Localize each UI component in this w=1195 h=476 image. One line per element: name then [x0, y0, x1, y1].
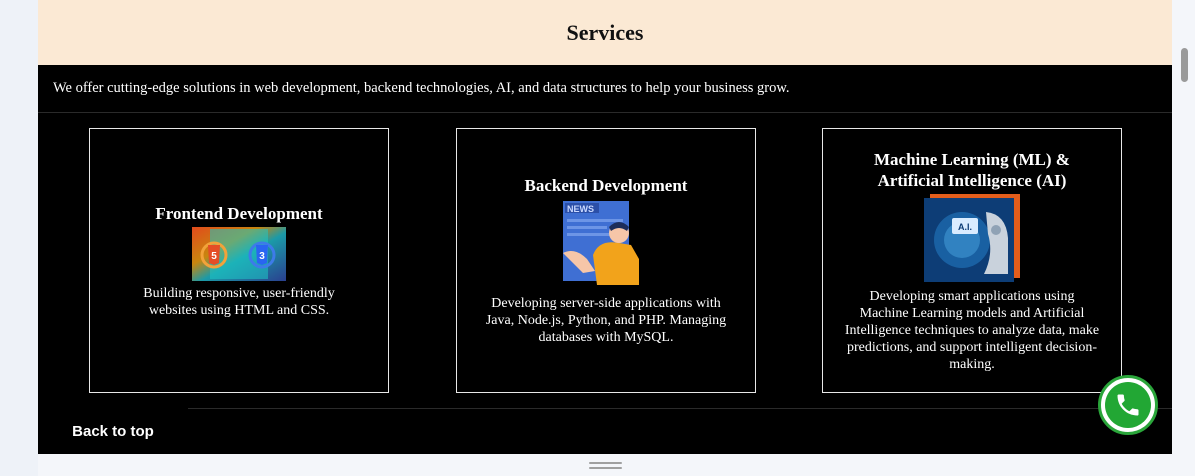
service-card-ml-ai: Machine Learning (ML) & Artificial Intel…: [822, 128, 1122, 393]
back-to-top-button[interactable]: Back to top: [38, 408, 188, 454]
page-margin-left: [0, 0, 38, 476]
service-card-title: Frontend Development: [155, 203, 323, 223]
svg-text:NEWS: NEWS: [567, 204, 594, 214]
service-card-description: Developing server-side applications with…: [485, 296, 727, 345]
resize-handle[interactable]: [589, 462, 622, 470]
svg-text:5: 5: [211, 251, 217, 262]
service-card-description: Developing smart applications using Mach…: [844, 288, 1100, 372]
services-header: Services: [38, 0, 1172, 65]
service-card-description: Building responsive, user-friendly websi…: [143, 285, 335, 318]
scrollbar-thumb[interactable]: [1181, 48, 1188, 82]
call-button[interactable]: [1098, 375, 1158, 435]
intro-text: We offer cutting-edge solutions in web d…: [53, 80, 790, 96]
service-card-title: Machine Learning (ML) & Artificial Intel…: [874, 149, 1070, 190]
svg-text:3: 3: [259, 251, 265, 262]
news-reader-icon: NEWS: [563, 201, 639, 285]
service-card-title: Backend Development: [524, 176, 688, 195]
divider: [188, 408, 1172, 409]
phone-icon: [1105, 382, 1151, 428]
page-title: Services: [566, 19, 644, 45]
divider: [38, 112, 1172, 113]
svg-text:A.I.: A.I.: [958, 222, 972, 232]
services-section: Services We offer cutting-edge solutions…: [38, 0, 1172, 454]
html-css-logo-icon: 5 3: [192, 226, 286, 281]
bottom-bar: [38, 454, 1172, 476]
scrollbar-track[interactable]: [1172, 0, 1195, 476]
service-card-frontend: Frontend Development 5 3 Building respon…: [89, 128, 389, 393]
service-card-backend: Backend Development NEWS Developing serv…: [456, 128, 756, 393]
ai-robot-icon: A.I.: [924, 193, 1020, 282]
